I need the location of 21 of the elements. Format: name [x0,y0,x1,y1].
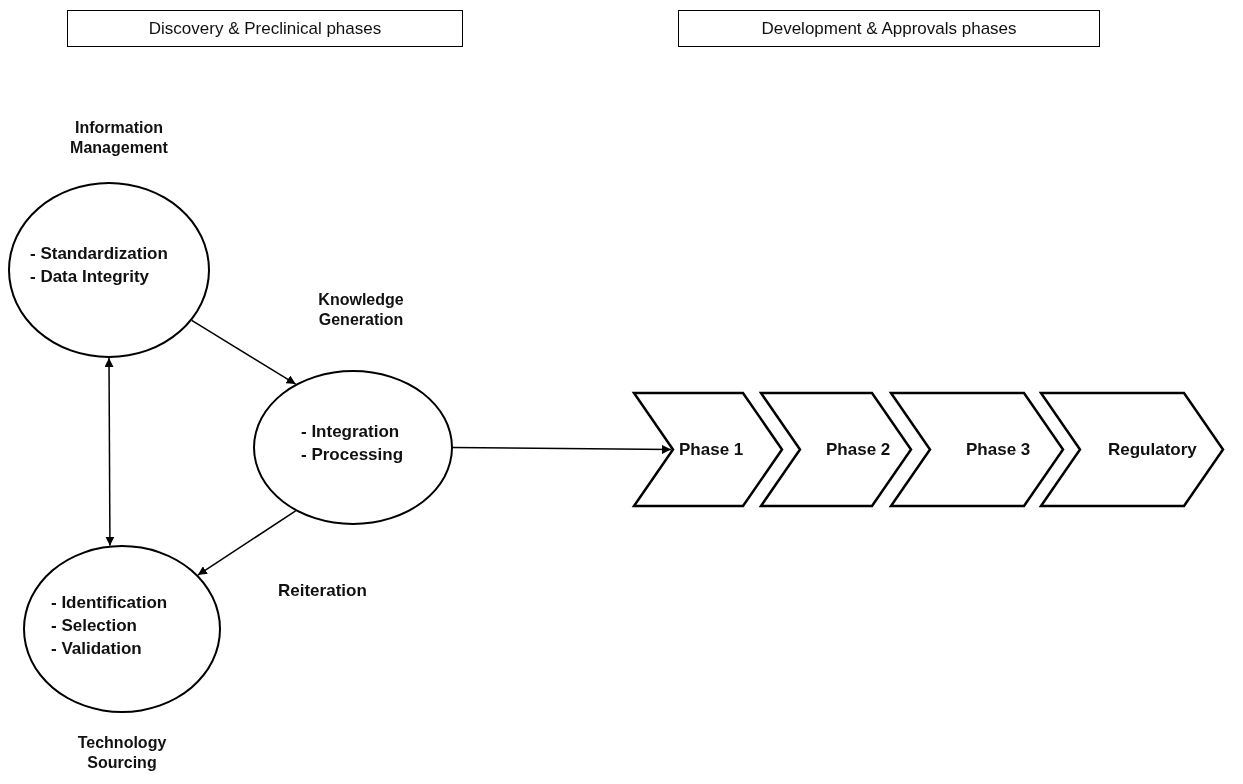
phase-label: Regulatory [1108,439,1197,460]
phase-header-box: Development & Approvals phases [678,10,1100,47]
note-label: Reiteration [278,581,367,601]
bullet-item: - Integration [301,422,401,442]
bullet-item: - Data Integrity [30,267,151,287]
circle-heading: Technology Sourcing [77,734,167,771]
phase-label: Phase 2 [826,439,891,460]
bullet-item: - Processing [301,445,404,465]
phase-header-box: Discovery & Preclinical phases [67,10,463,47]
arrow [104,357,115,547]
arrow [452,444,672,454]
bullet-item: - Standardization [30,244,168,264]
bullet-item: - Selection [51,616,138,636]
circle-heading: Information Management [70,119,168,156]
arrow [197,510,297,576]
circle-heading: Knowledge Generation [318,291,404,328]
bullet-item: - Validation [51,639,143,659]
phase-label: Phase 3 [966,439,1031,460]
arrow [191,319,297,385]
bullet-item: - Identification [51,593,168,613]
phase-label: Phase 1 [679,439,744,460]
